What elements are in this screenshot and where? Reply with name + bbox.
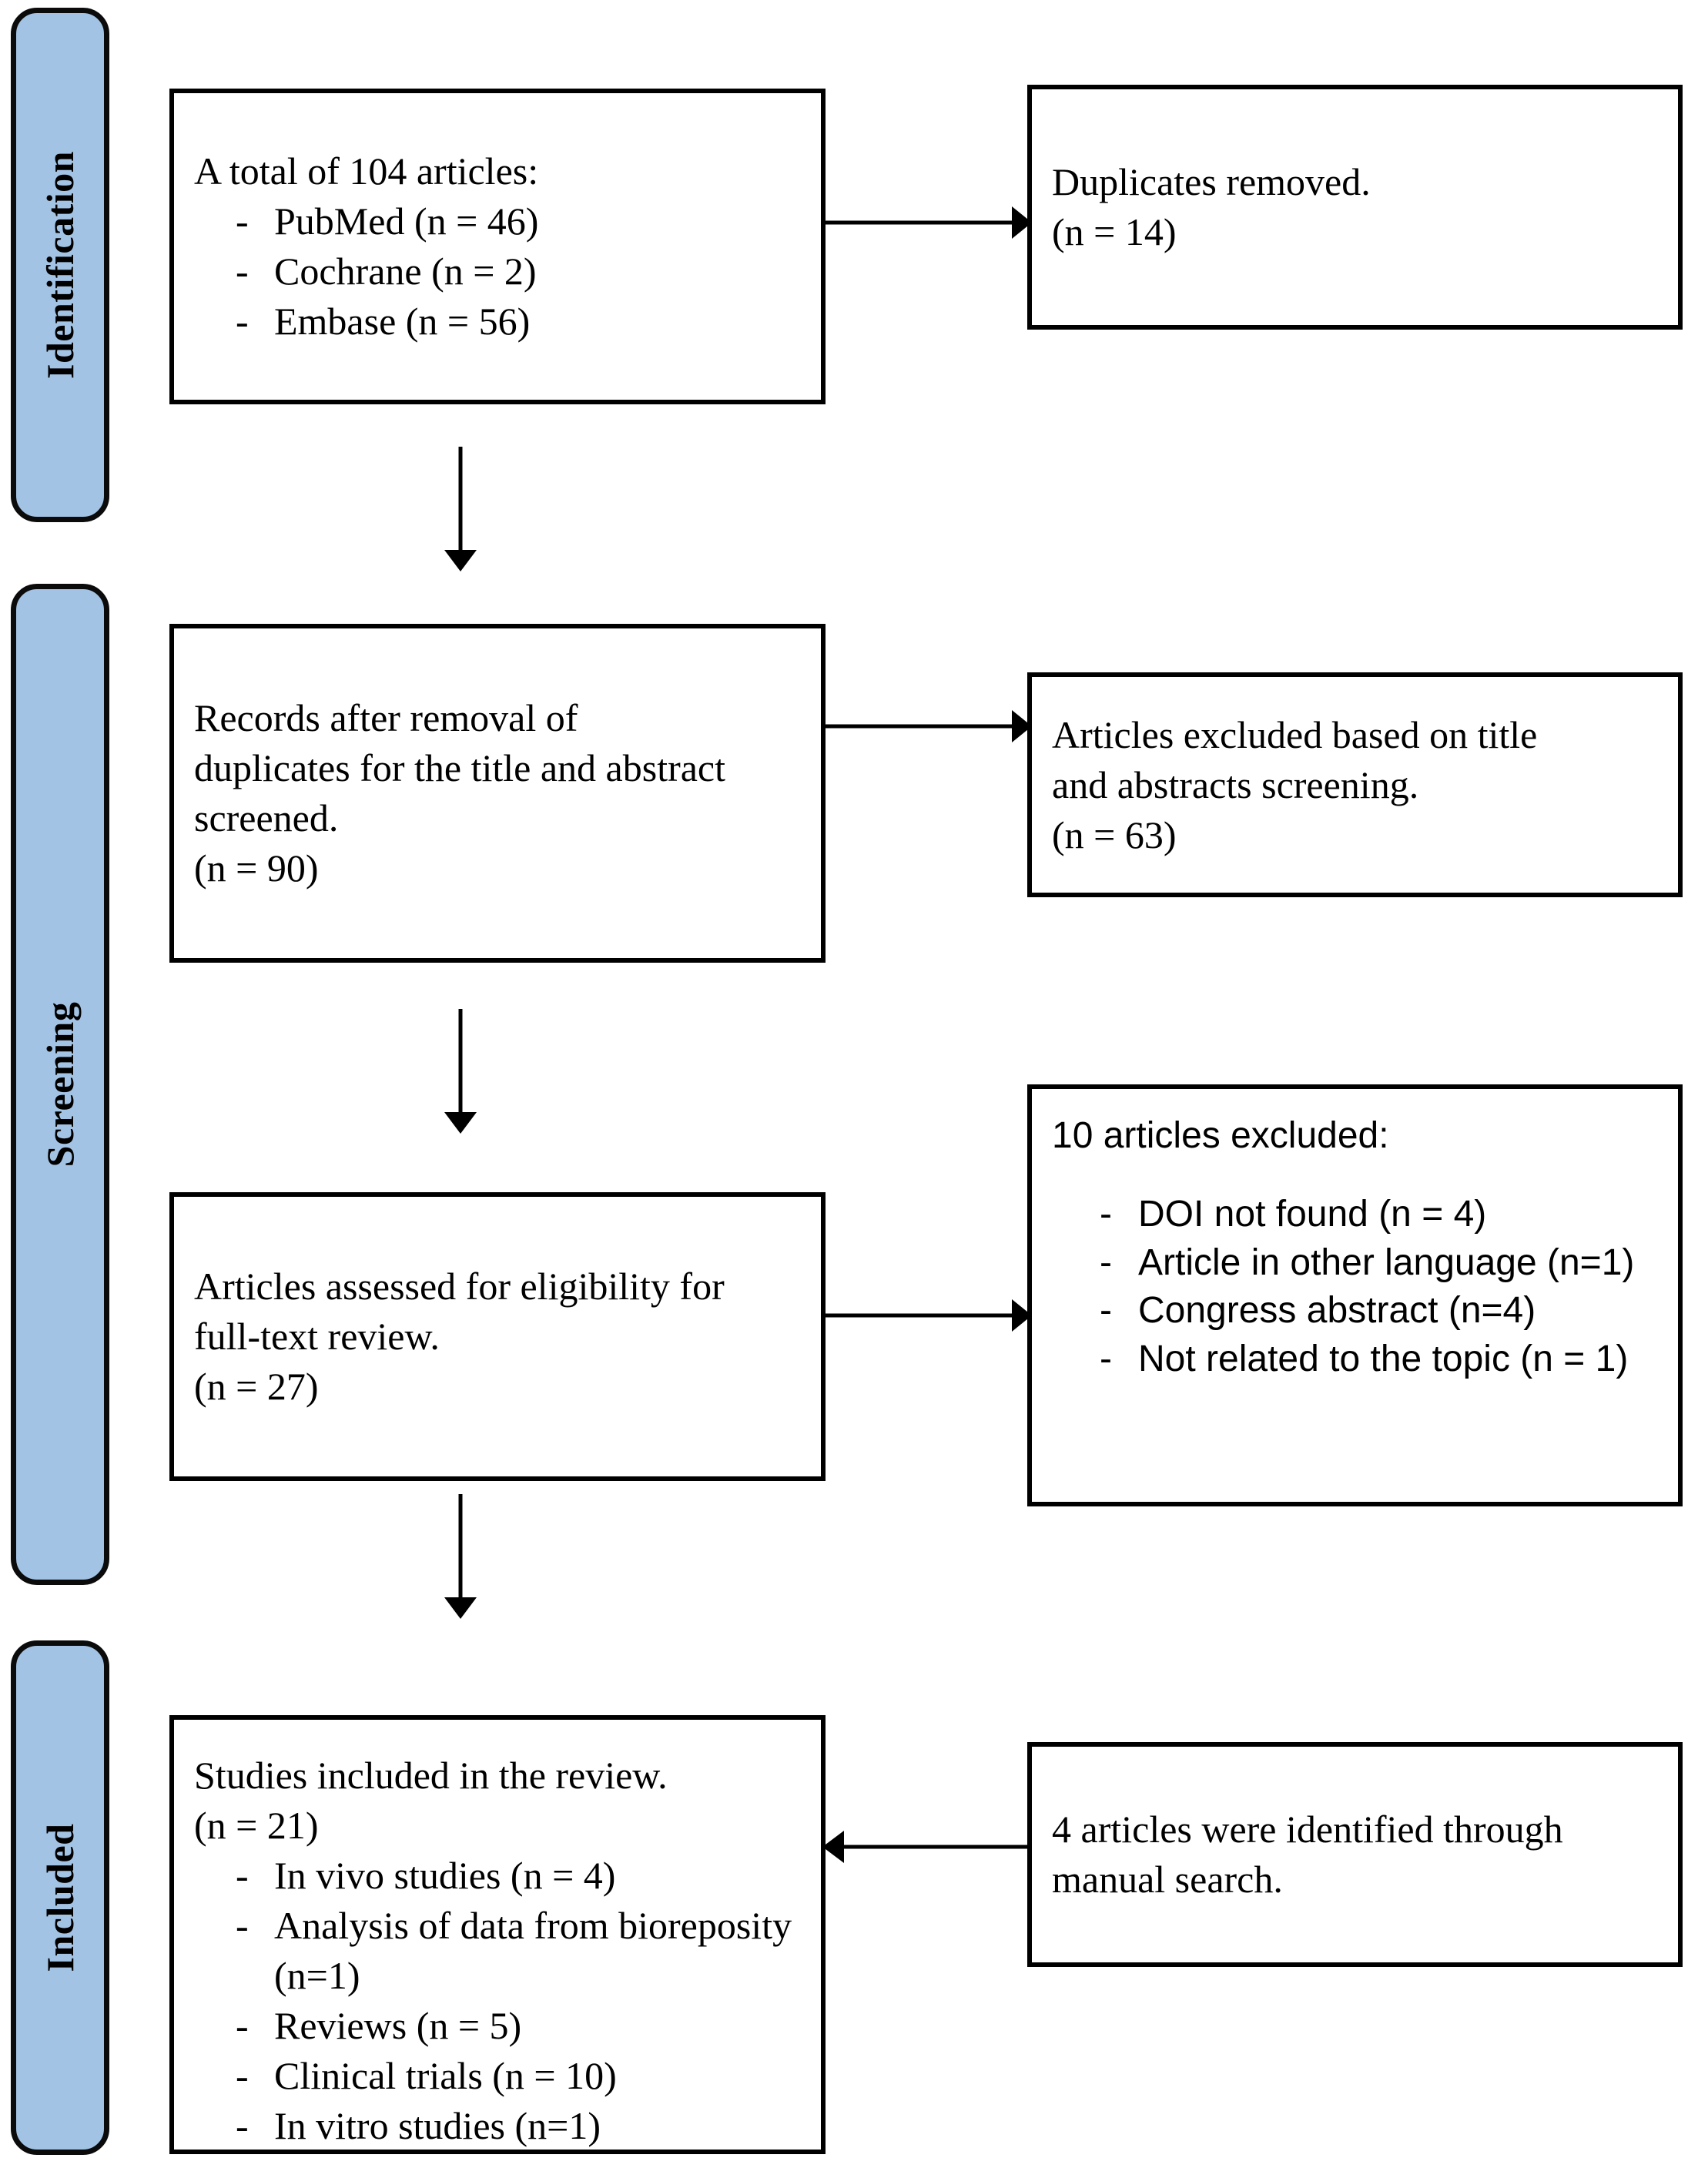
identification-heading: A total of 104 articles: bbox=[194, 149, 539, 193]
stage-label-identification: Identification bbox=[39, 151, 82, 379]
bullet-text: Not related to the topic (n = 1) bbox=[1138, 1338, 1629, 1379]
bullet-dash: - bbox=[1100, 1241, 1112, 1283]
list-item: - In vivo studies (n = 4) bbox=[194, 1851, 801, 1901]
stage-bar-identification: Identification bbox=[11, 8, 109, 522]
connector-manual-search-to-included bbox=[822, 1826, 1032, 1868]
list-item: - Analysis of data from bioreposity (n=1… bbox=[194, 1901, 801, 2001]
records-line-3: screened. bbox=[194, 796, 339, 839]
bullet-dash: - bbox=[236, 250, 249, 293]
identification-source-list: - PubMed (n = 46) - Cochrane (n = 2) - E… bbox=[194, 196, 801, 347]
box-identification-records: A total of 104 articles: - PubMed (n = 4… bbox=[169, 89, 826, 404]
list-item: - Congress abstract (n=4) bbox=[1052, 1287, 1658, 1335]
list-item: - Cochrane (n = 2) bbox=[194, 246, 801, 297]
stage-bar-included: Included bbox=[11, 1640, 109, 2155]
list-item: - Reviews (n = 5) bbox=[194, 2001, 801, 2051]
duplicates-line-1: Duplicates removed. bbox=[1052, 160, 1371, 203]
list-item: - In vitro studies (n=1) bbox=[194, 2101, 801, 2151]
bullet-text: PubMed (n = 46) bbox=[274, 199, 539, 243]
list-item: - Clinical trials (n = 10) bbox=[194, 2051, 801, 2101]
excluded-fulltext-heading: 10 articles excluded: bbox=[1052, 1115, 1389, 1156]
box-eligibility-fulltext: Articles assessed for eligibility for fu… bbox=[169, 1192, 826, 1481]
bullet-dash: - bbox=[236, 1854, 249, 1897]
stage-bar-screening: Screening bbox=[11, 584, 109, 1585]
stage-label-included: Included bbox=[39, 1823, 82, 1972]
list-item: - Embase (n = 56) bbox=[194, 297, 801, 347]
bullet-text: In vitro studies (n=1) bbox=[274, 2104, 601, 2147]
list-item: - DOI not found (n = 4) bbox=[1052, 1191, 1658, 1238]
records-line-1: Records after removal of bbox=[194, 696, 578, 739]
manual-search-line-2: manual search. bbox=[1052, 1858, 1283, 1901]
bullet-text: Clinical trials (n = 10) bbox=[274, 2054, 617, 2097]
excluded-title-line-3: (n = 63) bbox=[1052, 813, 1177, 856]
connector-eligibility-to-included bbox=[439, 1494, 482, 1619]
box-manual-search: 4 articles were identified through manua… bbox=[1027, 1742, 1683, 1967]
connector-screened-to-eligibility bbox=[439, 1009, 482, 1134]
bullet-text: DOI not found (n = 4) bbox=[1138, 1194, 1487, 1235]
stage-label-screening: Screening bbox=[39, 1001, 82, 1168]
bullet-dash: - bbox=[236, 1904, 249, 1947]
excluded-fulltext-list: - DOI not found (n = 4) - Article in oth… bbox=[1052, 1191, 1658, 1383]
included-line-2: (n = 21) bbox=[194, 1804, 319, 1847]
bullet-text: Article in other language (n=1) bbox=[1138, 1241, 1635, 1283]
list-item: - Article in other language (n=1) bbox=[1052, 1239, 1658, 1287]
duplicates-line-2: (n = 14) bbox=[1052, 210, 1177, 253]
box-duplicates-removed: Duplicates removed. (n = 14) bbox=[1027, 85, 1683, 330]
bullet-dash: - bbox=[1100, 1338, 1112, 1379]
records-line-4: (n = 90) bbox=[194, 846, 319, 890]
bullet-dash: - bbox=[236, 300, 249, 343]
bullet-dash: - bbox=[236, 2104, 249, 2147]
eligibility-line-1: Articles assessed for eligibility for bbox=[194, 1265, 725, 1308]
list-item: - Not related to the topic (n = 1) bbox=[1052, 1335, 1658, 1383]
connector-identification-to-screening bbox=[439, 447, 482, 571]
bullet-text: In vivo studies (n = 4) bbox=[274, 1854, 616, 1897]
records-line-2: duplicates for the title and abstract bbox=[194, 746, 726, 789]
excluded-title-line-1: Articles excluded based on title bbox=[1052, 712, 1538, 756]
bullet-text: Analysis of data from bioreposity (n=1) bbox=[274, 1904, 792, 1997]
included-category-list: - In vivo studies (n = 4) - Analysis of … bbox=[194, 1851, 801, 2151]
list-item: - PubMed (n = 46) bbox=[194, 196, 801, 246]
box-records-screened: Records after removal of duplicates for … bbox=[169, 624, 826, 963]
eligibility-line-2: full-text review. bbox=[194, 1315, 440, 1358]
connector-identification-to-duplicates bbox=[822, 202, 1032, 243]
box-excluded-title-abstract: Articles excluded based on title and abs… bbox=[1027, 672, 1683, 897]
bullet-dash: - bbox=[236, 199, 249, 243]
bullet-dash: - bbox=[1100, 1290, 1112, 1332]
bullet-dash: - bbox=[1100, 1194, 1112, 1235]
connector-screened-to-excluded-title bbox=[822, 705, 1032, 747]
bullet-dash: - bbox=[236, 2004, 249, 2047]
included-line-1: Studies included in the review. bbox=[194, 1754, 668, 1797]
connector-eligibility-to-excluded-fulltext bbox=[822, 1295, 1032, 1336]
bullet-text: Embase (n = 56) bbox=[274, 300, 531, 343]
box-studies-included: Studies included in the review. (n = 21)… bbox=[169, 1715, 826, 2154]
bullet-text: Cochrane (n = 2) bbox=[274, 250, 537, 293]
eligibility-line-3: (n = 27) bbox=[194, 1365, 319, 1408]
excluded-title-line-2: and abstracts screening. bbox=[1052, 762, 1419, 806]
manual-search-line-1: 4 articles were identified through bbox=[1052, 1808, 1563, 1851]
bullet-dash: - bbox=[236, 2054, 249, 2097]
bullet-text: Reviews (n = 5) bbox=[274, 2004, 522, 2047]
box-excluded-fulltext: 10 articles excluded: - DOI not found (n… bbox=[1027, 1084, 1683, 1506]
bullet-text: Congress abstract (n=4) bbox=[1138, 1290, 1536, 1332]
